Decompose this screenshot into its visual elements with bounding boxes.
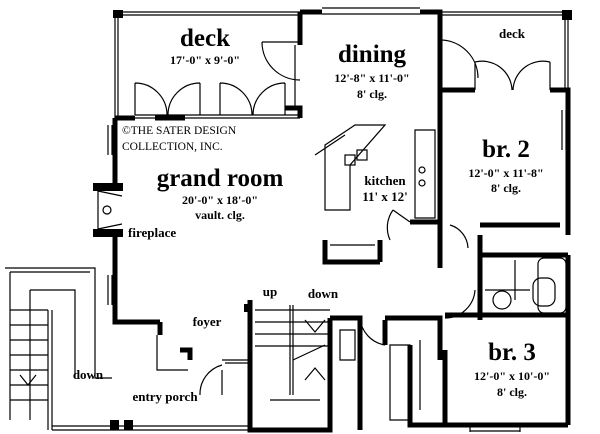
room-label-foyer: foyer: [193, 314, 222, 329]
room-ceiling-dining: 8' clg.: [357, 87, 387, 101]
room-label-deck: deck: [180, 25, 230, 52]
walls: [5, 7, 572, 433]
stair-down-label: down: [308, 286, 339, 301]
room-label-br3: br. 3: [488, 339, 536, 366]
room-size-br3: 12'-0" x 10'-0": [474, 369, 550, 383]
room-ceiling-br3: 8' clg.: [497, 385, 527, 399]
room-label-dining: dining: [338, 41, 407, 68]
room-size-br2: 12'-0" x 11'-8": [468, 166, 543, 180]
room-ceiling-br2: 8' clg.: [491, 181, 521, 195]
room-size-deck: 17'-0" x 9'-0": [170, 53, 240, 67]
room-size-kitchen: 11' x 12': [362, 189, 408, 204]
room-ceiling-grand-room: vault. clg.: [195, 208, 245, 222]
room-size-grand-room: 20'-0" x 18'-0": [182, 193, 258, 207]
copyright-line-2: COLLECTION, INC.: [122, 141, 223, 153]
room-label-deck-small: deck: [499, 26, 526, 41]
room-size-dining: 12'-8" x 11'-0": [334, 71, 409, 85]
stair-up-label: up: [263, 284, 277, 299]
room-label-br2: br. 2: [482, 136, 530, 163]
fireplace-label: fireplace: [128, 225, 176, 240]
room-label-entry-porch: entry porch: [132, 389, 198, 404]
room-label-kitchen: kitchen: [364, 173, 406, 188]
room-label-grand-room: grand room: [157, 165, 284, 192]
copyright-line-1: ©THE SATER DESIGN: [122, 125, 237, 137]
exterior-stair-down-label: down: [73, 367, 104, 382]
